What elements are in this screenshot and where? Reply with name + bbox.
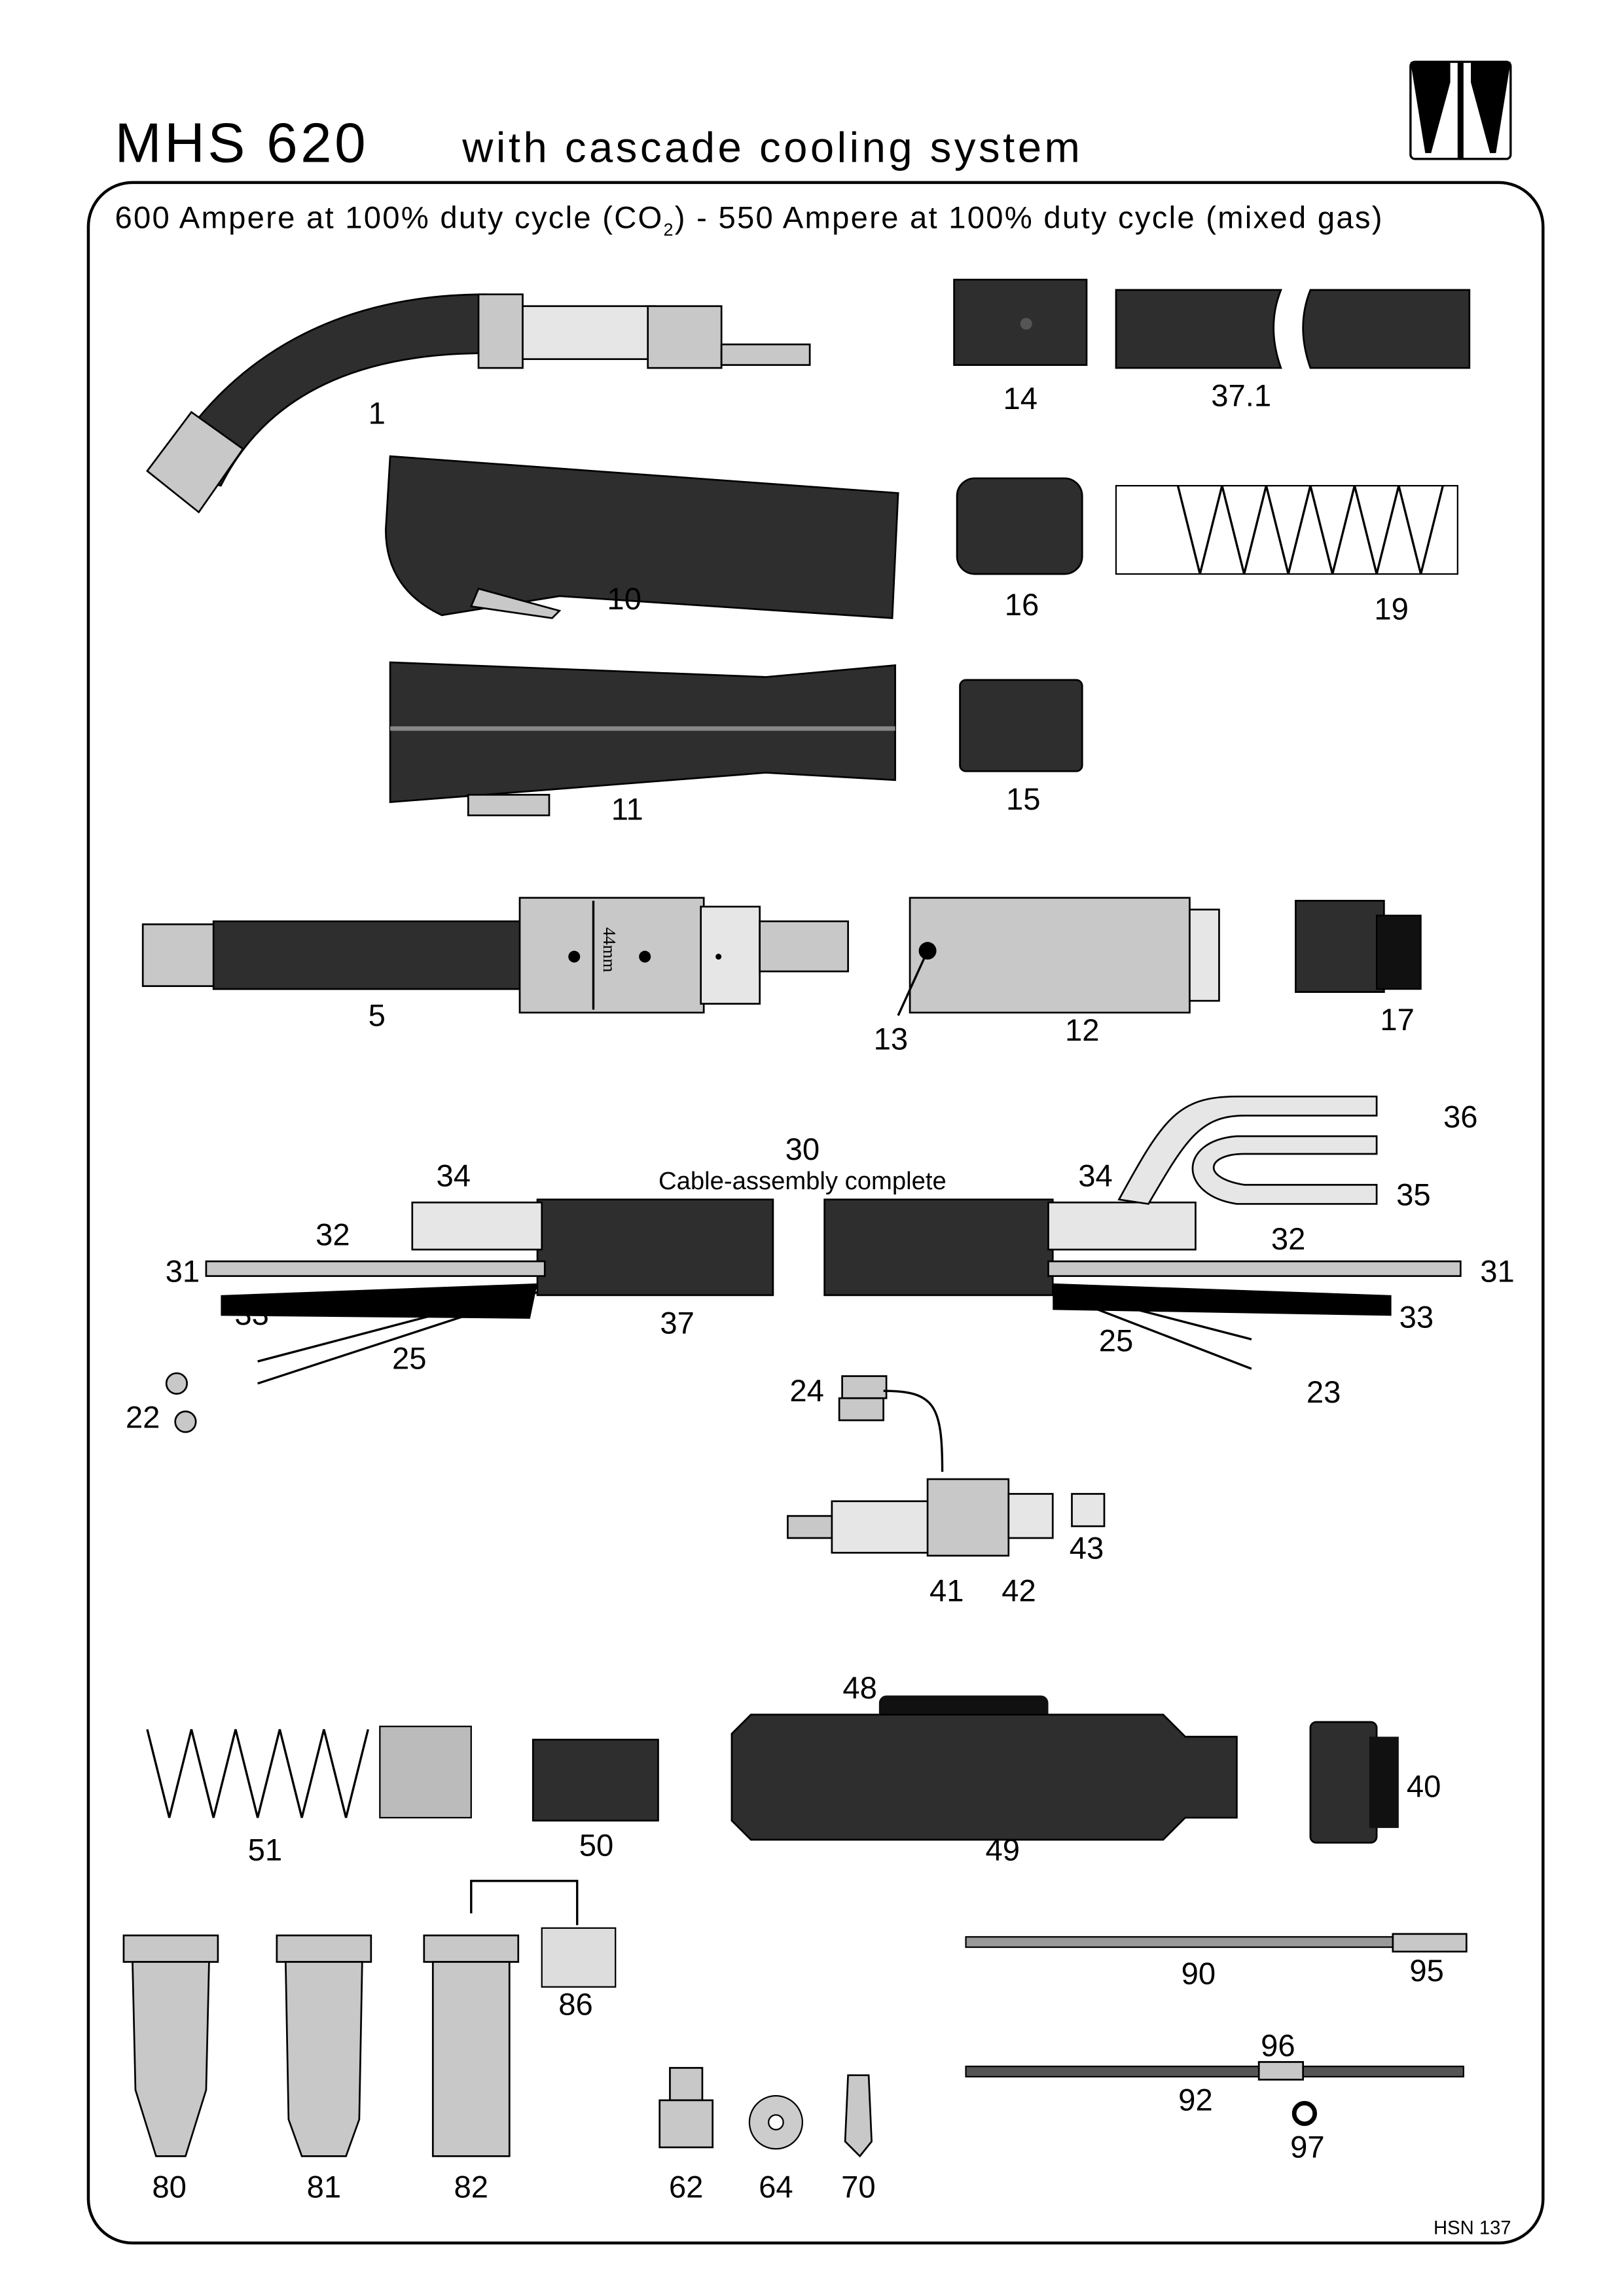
label-5: 5 [369,998,386,1033]
part-90-liner [965,1933,1468,1953]
part-1-torch-neck [146,293,811,514]
label-50: 50 [579,1829,614,1863]
label-42: 42 [1001,1574,1036,1609]
part-15 [959,679,1083,772]
label-36: 36 [1443,1100,1478,1135]
part-86-insert [541,1927,617,1988]
label-19: 19 [1374,592,1409,627]
label-13: 13 [874,1022,909,1056]
label-90: 90 [1182,1956,1216,1991]
label-14: 14 [1003,382,1038,416]
label-32-right: 32 [1271,1222,1306,1257]
label-64: 64 [759,2170,793,2204]
label-32-left: 32 [316,1217,350,1252]
label-86: 86 [558,1988,593,2022]
part-41-adapter [787,1375,1106,1557]
part-62 [659,2067,714,2149]
label-82: 82 [454,2170,489,2204]
label-25-left: 25 [392,1341,427,1376]
part-49-body [731,1695,1238,1841]
label-31-right: 31 [1480,1255,1515,1289]
part-10-handle [384,455,899,619]
label-34-left: 34 [437,1158,471,1193]
label-31-left: 31 [166,1255,200,1289]
model-title: MHS 620 [115,112,369,174]
label-37-1: 37.1 [1211,379,1271,414]
label-34-right: 34 [1078,1158,1113,1193]
part-12-sleeve [897,897,1220,1016]
rating-text: 600 Ampere at 100% duty cycle (CO2) - 55… [115,201,1383,240]
label-51: 51 [248,1833,283,1867]
caption-30-number: 30 [785,1132,820,1167]
assembly-caption: Cable-assembly complete [659,1167,947,1195]
label-81: 81 [307,2170,342,2204]
brand-logo [1409,60,1512,160]
part-70-tip [844,2074,873,2158]
label-24: 24 [789,1374,824,1408]
label-22: 22 [126,1400,160,1435]
footer-code: HSN 137 [1434,2218,1511,2239]
part-51-spring [146,1725,472,1819]
label-11: 11 [611,793,643,827]
label-1: 1 [369,397,386,431]
part-16 [956,477,1083,575]
part-19-spring [1115,484,1458,575]
dimension-note: 44mm [600,927,619,973]
part-81-nozzle [276,1934,372,2157]
label-41: 41 [929,1574,964,1609]
label-49: 49 [986,1833,1020,1867]
part-11-handle-shell [389,661,896,817]
part-64-washer [748,2095,804,2150]
part-labels: 1 14 37.1 10 16 19 11 15 5 13 12 17 34 3… [126,379,1515,2205]
label-43: 43 [1070,1531,1104,1566]
label-92: 92 [1178,2083,1213,2118]
subtitle: with cascade cooling system [461,123,1083,171]
part-30-cable-assembly [165,1095,1462,1433]
part-80-nozzle [122,1934,219,2157]
label-96: 96 [1261,2028,1295,2063]
label-80: 80 [152,2170,187,2204]
label-70: 70 [841,2170,876,2204]
label-33-right: 33 [1399,1300,1434,1335]
label-40: 40 [1407,1770,1441,1804]
part-14 [953,278,1088,367]
part-82-nozzle [423,1880,579,2157]
label-62: 62 [669,2170,704,2204]
label-25-right: 25 [1099,1323,1134,1358]
part-37-1 [1115,289,1471,369]
label-37: 37 [660,1306,695,1340]
part-40-nut [1309,1721,1399,1844]
label-95: 95 [1409,1954,1444,1988]
label-97: 97 [1290,2130,1325,2165]
label-17: 17 [1380,1003,1415,1037]
label-12: 12 [1065,1013,1100,1048]
label-10: 10 [607,582,641,617]
label-35: 35 [1396,1178,1431,1213]
label-15: 15 [1006,782,1041,817]
content-frame [86,181,1545,2245]
label-48: 48 [842,1671,877,1706]
part-50 [532,1738,659,1822]
label-33-left: 33 [234,1297,269,1332]
part-92-liner [965,2061,1464,2126]
part-17 [1295,899,1422,993]
label-16: 16 [1005,588,1039,622]
label-23: 23 [1307,1375,1341,1410]
part-5-neck-body: 44mm [141,897,849,1014]
